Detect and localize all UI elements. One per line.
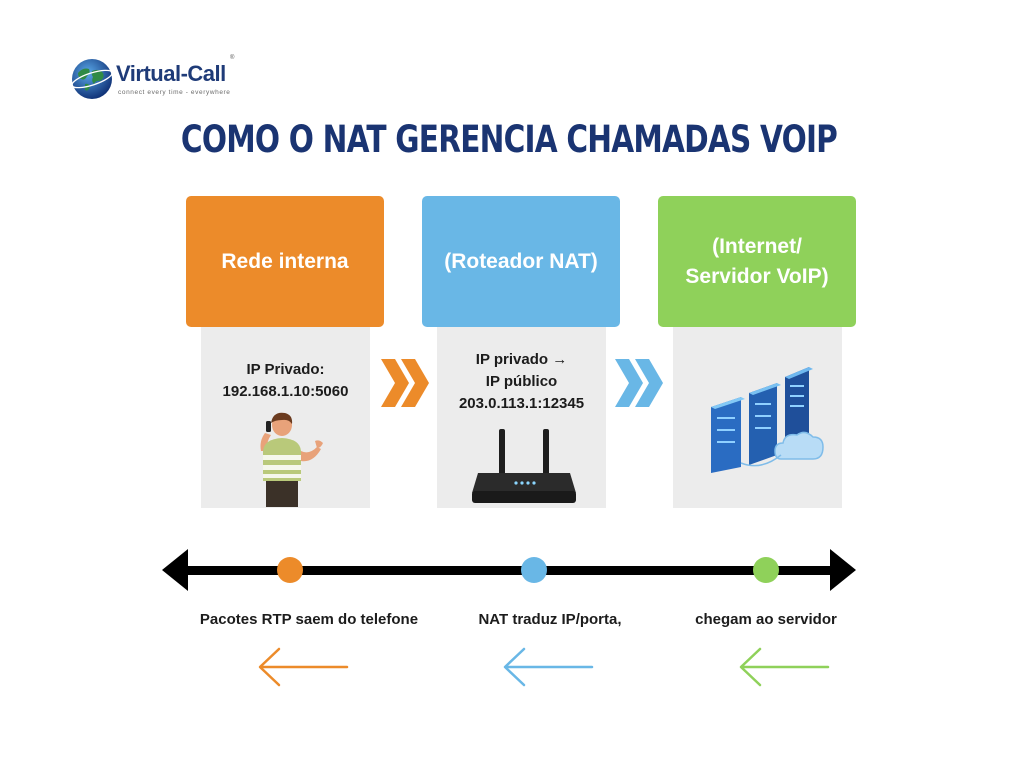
stage-internal-card: IP Privado: 192.168.1.10:5060 — [201, 327, 370, 508]
chevron-right-icon — [615, 359, 663, 407]
detail-line: IP privado → — [475, 351, 568, 368]
server-rack-icon — [711, 367, 824, 473]
arrow-left-icon — [258, 647, 349, 687]
arrow-left-icon — [503, 647, 594, 687]
caption-phone: Pacotes RTP saem do telefone — [199, 611, 419, 628]
router-icon — [472, 429, 576, 503]
globe-icon — [71, 59, 113, 99]
timeline-line — [184, 566, 834, 575]
caption-server: chegam ao servidor — [695, 611, 837, 628]
timeline-dot-green — [753, 557, 779, 583]
heading-line: (Internet/ — [712, 235, 802, 259]
stage-router-card: IP privado → IP público 203.0.113.1:1234… — [437, 327, 606, 508]
brand-tagline: connect every time - everywhere — [118, 89, 231, 96]
stage-router-heading: (Roteador NAT) — [422, 196, 620, 327]
heading-line: Servidor VoIP) — [685, 264, 829, 288]
person-on-phone-icon — [260, 412, 323, 507]
stage-router-detail: IP privado → IP público 203.0.113.1:1234… — [437, 349, 606, 414]
detail-line: IP Privado: — [246, 361, 325, 378]
detail-line: 203.0.113.1:12345 — [458, 394, 585, 412]
caption-nat: NAT traduz IP/porta, — [478, 611, 622, 628]
timeline-dot-orange — [277, 557, 303, 583]
stage-internal-heading: Rede interna — [186, 196, 384, 327]
arrowhead-left-icon — [162, 549, 188, 591]
arrowhead-right-icon — [830, 549, 856, 591]
brand-name: Virtual-Call — [116, 61, 226, 86]
stage-internal-detail: IP Privado: 192.168.1.10:5060 — [201, 359, 370, 403]
stage-server-heading: (Internet/ Servidor VoIP) — [658, 196, 856, 327]
stage-server-card — [673, 327, 842, 508]
detail-line: 192.168.1.10:5060 — [222, 382, 349, 400]
registered-mark: ® — [230, 55, 235, 61]
detail-line: IP público — [485, 372, 558, 390]
page-title: COMO O NAT GERENCIA CHAMADAS VOIP — [180, 118, 838, 161]
timeline-dot-blue — [521, 557, 547, 583]
brand-logo: Virtual-Call connect every time - everyw… — [70, 55, 240, 103]
chevron-right-icon — [381, 359, 429, 407]
arrow-left-icon — [739, 647, 830, 687]
